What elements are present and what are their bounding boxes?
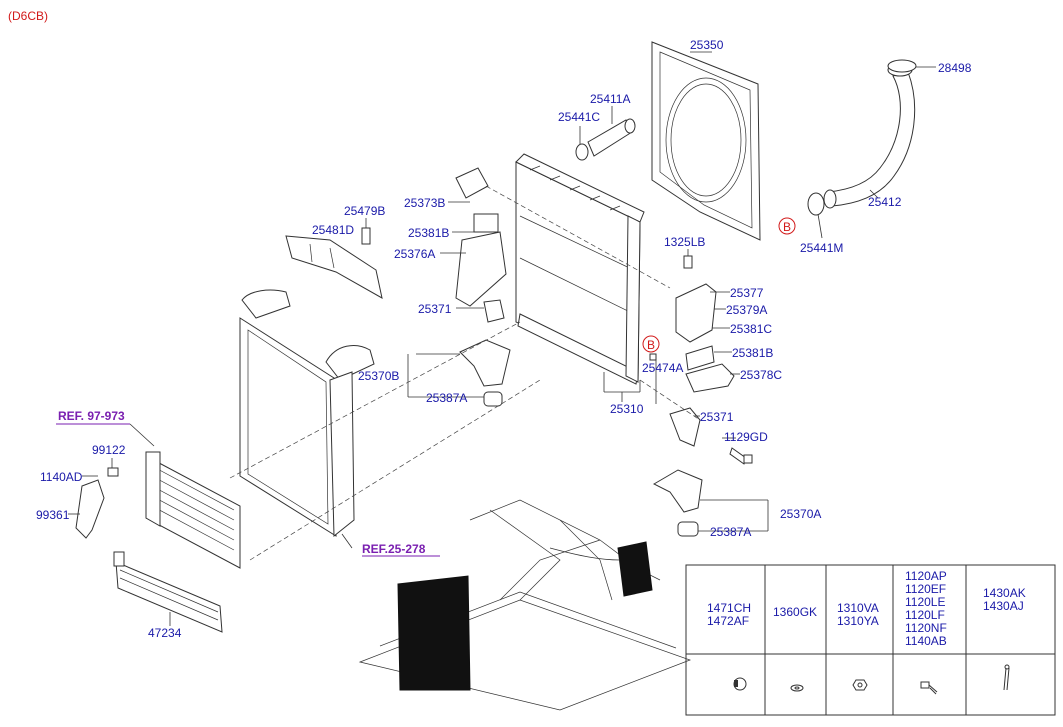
bracket-25371-right[interactable]: [669, 407, 701, 447]
table-code-1310VA: 1310VA: [837, 601, 879, 615]
callout-25411A: 25411A: [590, 92, 630, 106]
bracket-25370B[interactable]: [459, 339, 511, 387]
table-code-1120AP: 1120AP: [905, 569, 947, 583]
callout-25371-left: 25371: [418, 302, 452, 316]
table-code-1430AJ: 1430AJ: [983, 599, 1024, 613]
callout-25350: 25350: [690, 38, 724, 52]
table-code-1120NF: 1120NF: [905, 621, 947, 635]
bolt-1129GD[interactable]: [729, 447, 753, 465]
clip-25479B[interactable]: [361, 227, 371, 245]
bolt-icon: [920, 681, 938, 695]
bushing-25387A-upper[interactable]: [483, 391, 503, 407]
hose-clamp-top[interactable]: [887, 59, 917, 73]
radiator[interactable]: [515, 153, 645, 385]
callout-1129GD: 1129GD: [724, 430, 768, 444]
callout-25387A-upper: 25387A: [426, 391, 467, 405]
model-code: (D6CB): [8, 9, 48, 23]
bracket-25370A[interactable]: [652, 469, 703, 513]
hose-clamp-lower[interactable]: [807, 192, 825, 216]
callout-ref-25-278[interactable]: REF.25-278: [362, 542, 426, 556]
hose-clamp-icon: [733, 677, 747, 691]
table-code-1120EF: 1120EF: [905, 582, 946, 596]
callout-25376A: 25376A: [394, 247, 435, 261]
inlet-hose[interactable]: [587, 118, 636, 157]
callout-47234: 47234: [148, 626, 182, 640]
ref-circle-b-upper: B: [783, 220, 791, 234]
inlet-clamp[interactable]: [575, 143, 589, 161]
callout-25441C: 25441C: [558, 110, 600, 124]
callout-25441M: 25441M: [800, 241, 843, 255]
callout-25381B-lower: 25381B: [732, 346, 773, 360]
bolt-1325LB[interactable]: [683, 255, 693, 269]
callout-25373B: 25373B: [404, 196, 445, 210]
callout-1140AD: 1140AD: [40, 470, 83, 484]
table-code-1120LF: 1120LF: [905, 608, 945, 622]
fastener-table: [685, 564, 1056, 716]
callout-25479B: 25479B: [344, 204, 385, 218]
drain-plug[interactable]: [649, 353, 657, 361]
table-code-1472AF: 1472AF: [707, 614, 749, 628]
callout-99122: 99122: [92, 443, 126, 457]
table-code-1471CH: 1471CH: [707, 601, 751, 615]
bracket-99361[interactable]: [75, 479, 105, 539]
callout-28498: 28498: [938, 61, 972, 75]
callout-25310: 25310: [610, 402, 644, 416]
table-code-1360GK: 1360GK: [773, 605, 817, 619]
fan-shroud[interactable]: [651, 41, 761, 241]
condenser[interactable]: [145, 451, 241, 569]
chassis-frame: [358, 499, 692, 711]
air-guide-25481D[interactable]: [285, 235, 383, 299]
callout-25474A: 25474A: [642, 361, 683, 375]
callout-25387A-lower: 25387A: [710, 525, 751, 539]
oil-cooler[interactable]: [113, 551, 223, 633]
table-code-1430AK: 1430AK: [983, 586, 1026, 600]
mount-rubber-25381B-upper[interactable]: [473, 213, 499, 233]
callout-25481D: 25481D: [312, 223, 354, 237]
bracket-25373B[interactable]: [455, 167, 489, 199]
bracket-25376A[interactable]: [455, 231, 507, 307]
callout-25370A: 25370A: [780, 507, 821, 521]
ref-circle-b-lower: B: [647, 338, 655, 352]
cotter-pin-icon: [1003, 664, 1010, 691]
table-code-1310YA: 1310YA: [837, 614, 879, 628]
mount-rubber-25381B-lower[interactable]: [685, 345, 715, 371]
clip-99122[interactable]: [107, 467, 119, 477]
callout-25412: 25412: [868, 195, 902, 209]
callout-25377: 25377: [730, 286, 764, 300]
callout-1325LB: 1325LB: [664, 235, 705, 249]
callout-99361: 99361: [36, 508, 70, 522]
callout-25370B: 25370B: [358, 369, 399, 383]
callout-25381B-upper: 25381B: [408, 226, 449, 240]
bracket-25378C[interactable]: [685, 363, 735, 393]
callout-25381C: 25381C: [730, 322, 772, 336]
table-code-1140AB: 1140AB: [905, 634, 947, 648]
table-code-1120LE: 1120LE: [905, 595, 945, 609]
bushing-25387A-lower[interactable]: [677, 521, 699, 537]
callout-25379A: 25379A: [726, 303, 767, 317]
callout-25378C: 25378C: [740, 368, 782, 382]
upper-hose[interactable]: [823, 63, 916, 209]
washer-icon: [790, 684, 804, 692]
bracket-25377[interactable]: [675, 283, 717, 343]
callout-25371-right: 25371: [700, 410, 734, 424]
nut-icon: [852, 679, 868, 691]
bracket-25371-left[interactable]: [483, 299, 505, 323]
callout-ref-97-973[interactable]: REF. 97-973: [58, 409, 125, 423]
intercooler[interactable]: [239, 289, 375, 538]
